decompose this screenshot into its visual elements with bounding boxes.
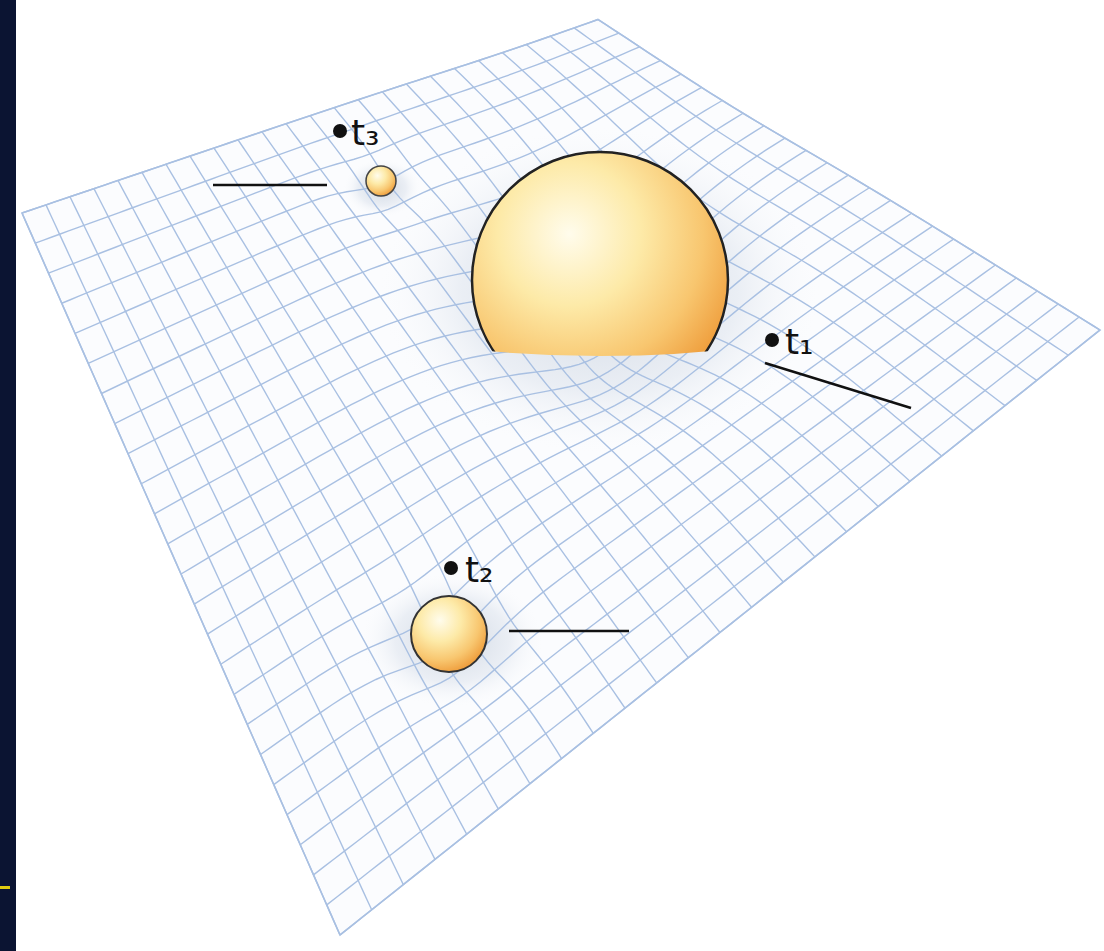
time-marker-line (765, 363, 911, 408)
grid-line (358, 100, 783, 582)
edge-mark (0, 886, 10, 889)
well-shade (342, 158, 422, 218)
small-mass (411, 596, 487, 672)
grid-line (334, 108, 751, 608)
time-marker-line (213, 184, 327, 187)
grid-line (327, 317, 1079, 905)
grid-line (287, 278, 1016, 815)
tiny-mass (366, 166, 396, 196)
dark-edge (0, 0, 16, 951)
grid-line (406, 84, 846, 532)
grid-line (128, 126, 764, 454)
time-marker-line (509, 630, 629, 633)
sheet-border (22, 19, 1100, 935)
grid-line (300, 291, 1037, 845)
time-label: t₁ (785, 324, 814, 360)
time-dot (333, 124, 347, 138)
time-label: t₃ (351, 115, 380, 151)
grid-line (454, 68, 909, 481)
time-dot (444, 561, 458, 575)
large-mass (472, 152, 728, 408)
grid-line (314, 304, 1059, 875)
grid-line (430, 76, 878, 506)
grid-line (141, 138, 785, 484)
spacetime-sheet (22, 19, 1100, 935)
grid-line (382, 92, 815, 557)
time-label: t₂ (465, 552, 494, 588)
time-dot (765, 333, 779, 347)
